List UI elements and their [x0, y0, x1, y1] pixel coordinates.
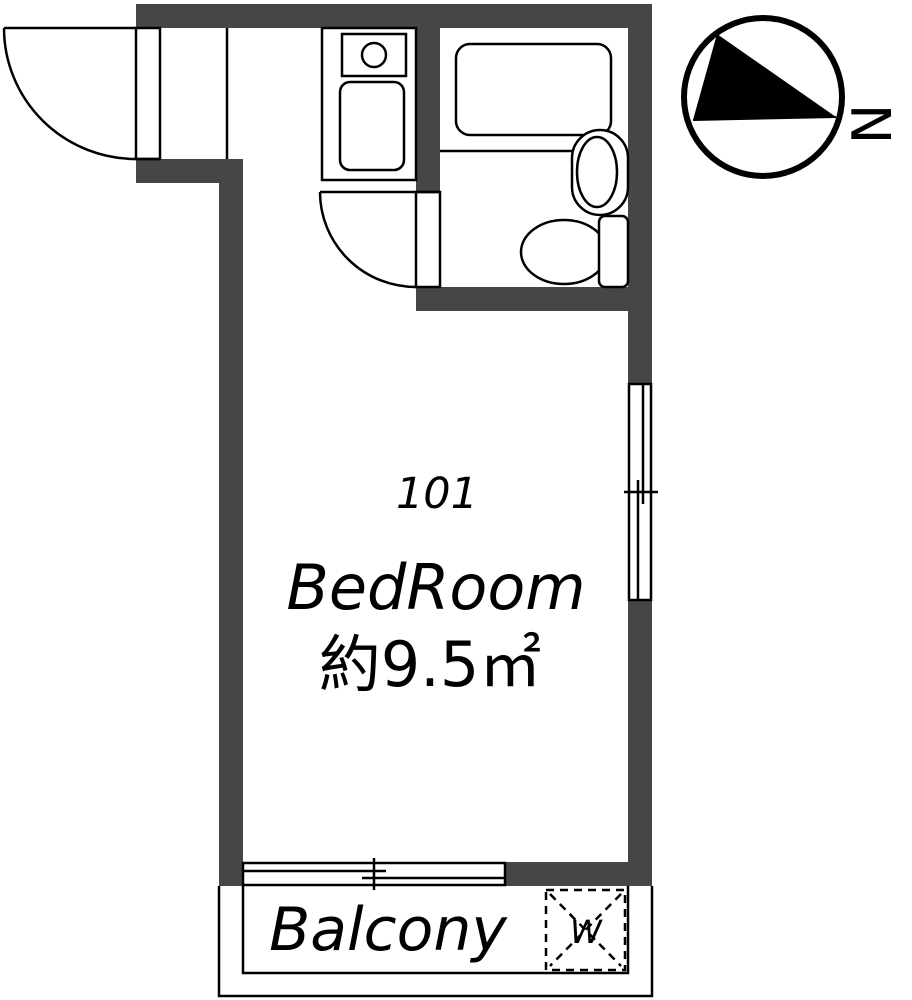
- room-name-bedroom: BedRoom: [286, 551, 585, 624]
- top-wall: [136, 4, 652, 28]
- room-name-balcony: Balcony: [269, 895, 508, 965]
- kitchen-sink: [338, 80, 406, 172]
- toilet-bowl: [519, 218, 609, 286]
- washer-mark: W: [570, 913, 603, 951]
- entrance-door[interactable]: [2, 26, 162, 161]
- bath-bottom-wall: [416, 287, 652, 311]
- washbasin: [575, 135, 619, 209]
- side-window[interactable]: [624, 382, 658, 602]
- stove-burner-icon: [360, 41, 388, 69]
- balcony: [217, 886, 654, 998]
- right-wall-upper: [628, 4, 652, 384]
- compass-icon: N: [681, 15, 904, 179]
- bathroom-door[interactable]: [318, 190, 442, 289]
- svg-text:N: N: [841, 104, 904, 144]
- toilet-tank: [597, 214, 630, 289]
- kitchen-counter: [320, 26, 418, 182]
- right-wall-lower: [628, 600, 652, 886]
- kitchen-bath-divider-wall: [416, 28, 440, 192]
- room-area-bedroom: 約9.5㎡: [319, 628, 542, 701]
- bottom-wall: [505, 862, 652, 886]
- walls: [136, 4, 652, 886]
- washbasin-counter: [570, 128, 630, 217]
- unit-number: 101: [396, 469, 478, 519]
- bathtub: [454, 42, 613, 137]
- washer-space: [544, 888, 627, 972]
- left-wall: [219, 159, 243, 886]
- balcony-sliding-door[interactable]: [241, 858, 507, 890]
- north-label: N: [841, 104, 904, 144]
- stove: [340, 32, 408, 78]
- bathroom: [440, 42, 630, 289]
